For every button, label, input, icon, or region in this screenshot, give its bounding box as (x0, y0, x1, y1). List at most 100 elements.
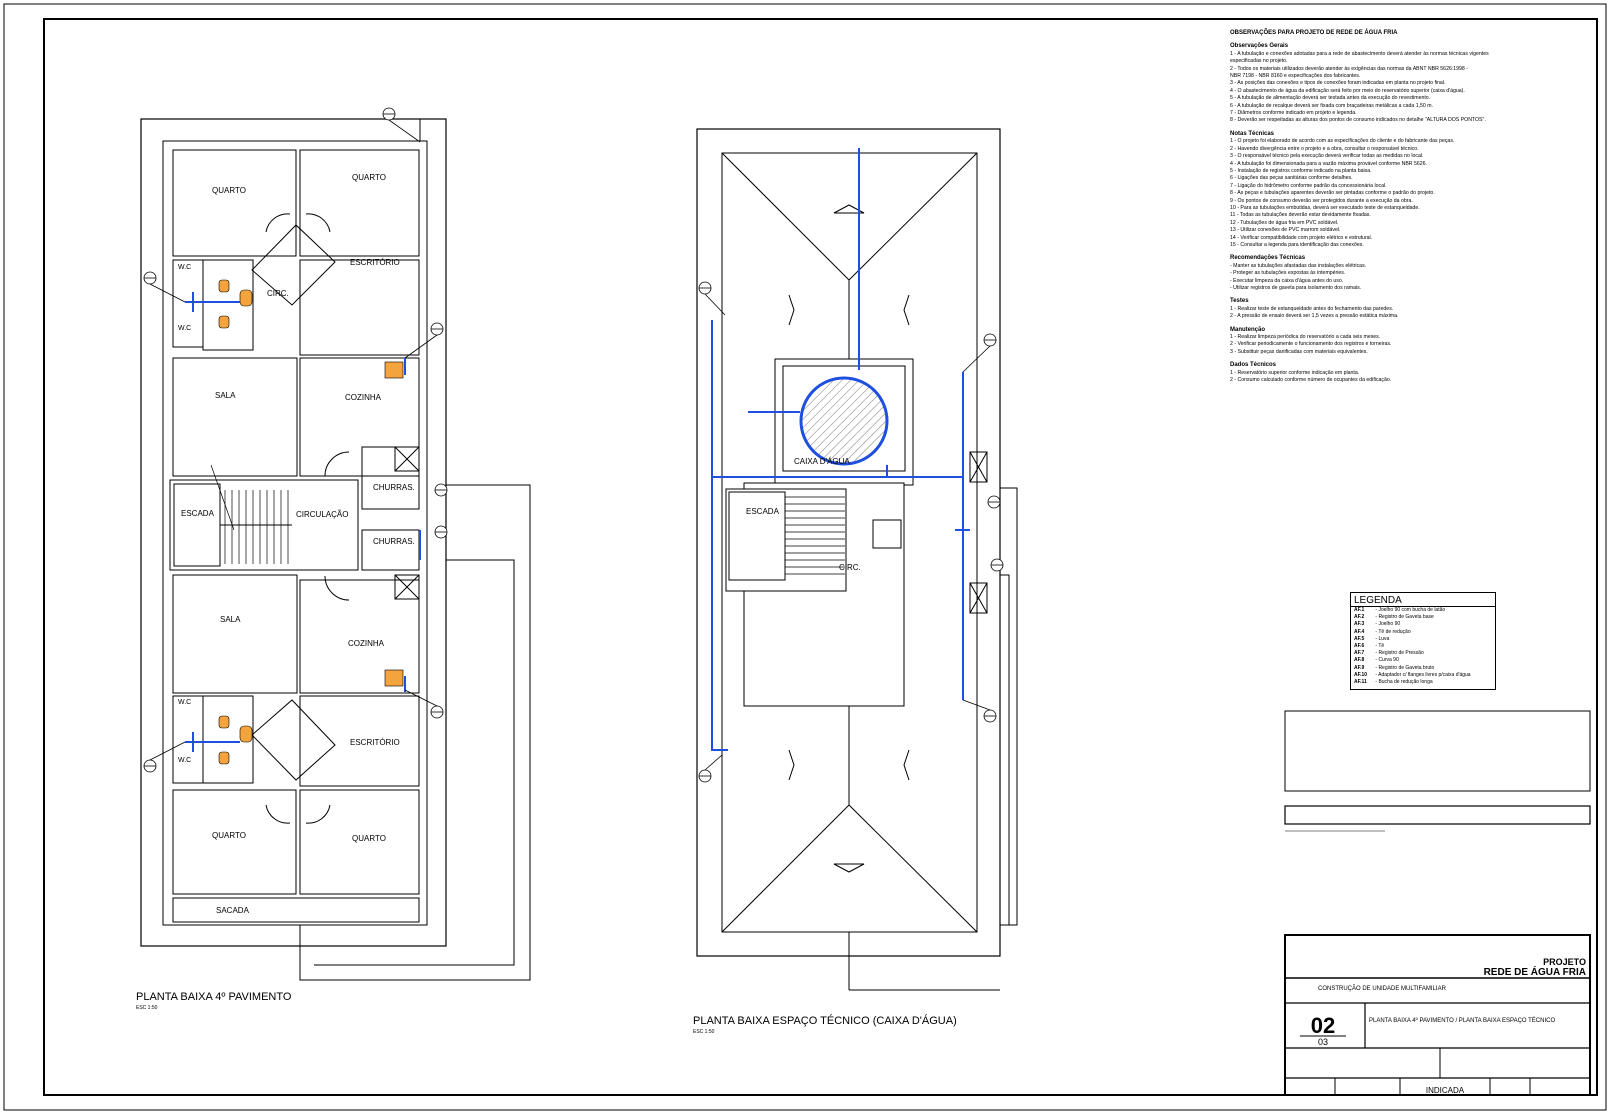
room-label: QUARTO (352, 173, 386, 182)
legend-item: AF.10 - Adaptador c/ flanges livres p/ca… (1351, 672, 1495, 679)
room-label: QUARTO (212, 831, 246, 840)
technical-plan-title: PLANTA BAIXA ESPAÇO TÉCNICO (CAIXA D'ÁGU… (693, 1014, 957, 1027)
water-tank (799, 376, 889, 466)
notes-line: 13 - Utilizar conexões de PVC marrom sol… (1230, 227, 1341, 234)
notes-line: 2 - Consumo calculado conforme número de… (1230, 377, 1392, 384)
legend-title: LEGENDA (1351, 595, 1495, 607)
legend-desc: - Luva (1374, 635, 1390, 642)
legend-desc: - Joelho 90 com bucha de latão (1374, 607, 1446, 613)
notes-line: 2 - Todos os materiais utilizados deverã… (1230, 65, 1468, 72)
notes-line: 1 - O projeto foi elaborado de acordo co… (1230, 138, 1455, 145)
notes-line: 3 - As posições das conexões e tipos de … (1230, 80, 1446, 87)
floor4-callouts (143, 107, 448, 773)
notes-line: 5 - Instalação de registros conforme ind… (1230, 167, 1372, 174)
notes-line: 1 - Reservatório superior conforme indic… (1230, 369, 1360, 376)
notes-line: 2 - Havendo divergência entre o projeto … (1230, 145, 1419, 152)
notes-line: 10 - Para as tubulações embutidas, dever… (1230, 204, 1420, 211)
notes-line: 8 - Deverão ser respeitadas as alturas d… (1230, 117, 1486, 124)
legend-desc: - Curva 90 (1374, 657, 1399, 664)
legend-code: AF.5 (1354, 635, 1365, 642)
legend-desc: - Registro de Gaveta base (1374, 614, 1434, 621)
legend-item: AF.5 - Luva (1351, 636, 1495, 643)
title-block-text: PROJETO REDE DE ÁGUA FRIA CONSTRUÇÃO DE … (1300, 957, 1586, 1095)
legend-code: AF.7 (1354, 650, 1365, 657)
room-label: CHURRAS. (373, 537, 415, 546)
legend-item: AF.3 - Joelho 90 (1351, 621, 1495, 628)
room-label: COZINHA (348, 639, 385, 648)
legend-desc: - Registro de Pressão (1374, 650, 1424, 657)
title-block (1284, 710, 1591, 1096)
notes-section-heading: Testes (1230, 298, 1249, 305)
notes-section-heading: Recomendações Técnicas (1230, 255, 1306, 262)
notes-line: 3 - O responsável técnico pela execução … (1230, 153, 1424, 160)
floor4-pipes (185, 292, 421, 752)
legend-item: AF.9 - Registro de Gaveta bruto (1351, 665, 1495, 672)
legend-code: AF.2 (1354, 614, 1365, 621)
legend-desc: - Tê de redução (1374, 628, 1411, 635)
notes-line: 12 - Tubulações de água fria em PVC sold… (1230, 219, 1339, 226)
technical-pipes (711, 148, 970, 751)
room-label: W.C (178, 325, 191, 332)
notes-line: - Manter as tubulações afastadas das ins… (1230, 262, 1367, 269)
work-description: CONSTRUÇÃO DE UNIDADE MULTIFAMILIAR (1318, 985, 1447, 992)
legend-item: AF.7 - Registro de Pressão (1351, 650, 1495, 657)
legend-item: AF.6 - Tê (1351, 643, 1495, 650)
room-label: ESCADA (181, 509, 215, 518)
notes-section-heading: Notas Técnicas (1230, 130, 1275, 137)
room-label: CAIXA D'ÁGUA (794, 457, 850, 466)
room-label: CIRC. (839, 563, 861, 572)
room-label: ESCADA (746, 507, 780, 516)
project-label: PROJETO (1543, 957, 1586, 967)
technical-room-labels: CAIXA D'ÁGUA ESCADA CIRC. (746, 457, 861, 572)
legend-desc: - Joelho 90 (1374, 621, 1401, 628)
notes-section-heading: Dados Técnicos (1230, 362, 1277, 369)
legend-item: AF.4 - Tê de redução (1351, 629, 1495, 636)
legend-desc: - Bucha de redução longa (1374, 679, 1433, 686)
notes-line: especificadas no projeto. (1230, 58, 1288, 65)
legend-code: AF.9 (1354, 664, 1365, 671)
notes-line: 8 - As peças e tubulações aparentes deve… (1230, 190, 1435, 197)
notes-line: 6 - A tubulação de recalque deverá ser f… (1230, 102, 1434, 109)
notes-line: 1 - Realizar limpeza periódica do reserv… (1230, 334, 1381, 341)
floor4-fixtures (218, 279, 404, 765)
room-label: CIRCULAÇÃO (296, 510, 348, 519)
technical-callouts (698, 281, 1004, 783)
notes-line: NBR 7198 - NBR 8160 e especificações dos… (1230, 73, 1361, 80)
room-label: W.C (178, 699, 191, 706)
sheet-total: 03 (1318, 1037, 1328, 1047)
technical-plan-scale: ESC 1:50 (693, 1029, 715, 1035)
notes-panel: OBSERVAÇÕES PARA PROJETO DE REDE DE ÁGUA… (1230, 30, 1600, 384)
room-label: W.C (178, 264, 191, 271)
notes-line: - Proteger as tubulações expostas às int… (1230, 270, 1346, 277)
legend-box: LEGENDA AF.1 - Joelho 90 com bucha de la… (1350, 592, 1496, 691)
floor4-plan-scale: ESC 1:50 (136, 1005, 158, 1011)
notes-section-heading: Observações Gerais (1230, 43, 1289, 50)
notes-line: 1 - A tubulação e conexões adotadas para… (1230, 50, 1489, 57)
room-label: SALA (220, 615, 241, 624)
notes-line: 7 - Ligação do hidrômetro conforme padrã… (1230, 182, 1387, 189)
legend-code: AF.3 (1354, 621, 1365, 628)
room-label: SACADA (216, 906, 250, 915)
room-label: COZINHA (345, 393, 382, 402)
technical-plan (696, 128, 1018, 991)
notes-line: - Executar limpeza da caixa d'água antes… (1230, 277, 1344, 284)
notes-line: 4 - O abastecimento de água da edificaçã… (1230, 87, 1465, 94)
notes-line: 15 - Consultar a legenda para identifica… (1230, 241, 1364, 248)
notes-line: 4 - A tubulação foi dimensionada para a … (1230, 160, 1427, 167)
room-label: ESCRITÓRIO (350, 738, 400, 747)
legend-item: AF.2 - Registro de Gaveta base (1351, 614, 1495, 621)
outer-border (3, 3, 1607, 1111)
notes-section-heading: Manutenção (1230, 326, 1266, 333)
floor4-plan (140, 118, 531, 981)
legend-item: AF.1 - Joelho 90 com bucha de latão (1351, 607, 1495, 614)
legend-code: AF.8 (1354, 657, 1365, 664)
legend-code: AF.11 (1354, 679, 1367, 686)
notes-line: 2 - A pressão de ensaio deverá ser 1,5 v… (1230, 313, 1399, 320)
room-label: QUARTO (212, 186, 246, 195)
notes-line: 5 - A tubulação de alimentação deverá se… (1230, 95, 1431, 102)
notes-line: 11 - Todas as tubulações deverão estar d… (1230, 212, 1371, 219)
room-label: QUARTO (352, 834, 386, 843)
